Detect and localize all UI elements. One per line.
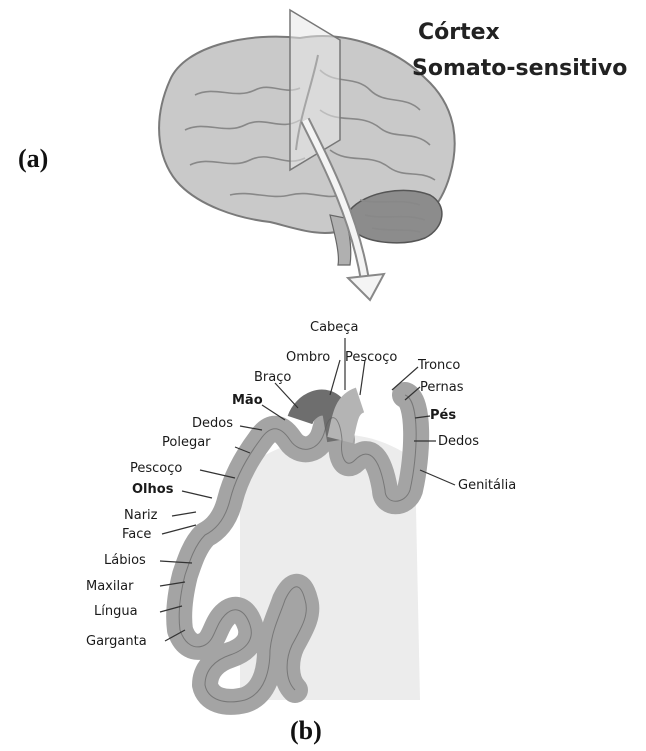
label-pernas: Pernas [420,380,463,396]
label-maxilar: Maxilar [86,579,133,595]
label-pes: Pés [430,408,456,424]
label-nariz: Nariz [124,508,157,524]
label-ombro: Ombro [286,350,330,366]
label-dedos-foot: Dedos [438,434,479,450]
label-cabeca: Cabeça [310,320,358,336]
label-dedos-hand: Dedos [192,416,233,432]
label-labios: Lábios [104,553,146,569]
label-tronco: Tronco [418,358,460,374]
cortex-section [179,395,420,702]
panel-a-label: (a) [18,144,48,174]
label-braco: Braço [254,370,291,386]
label-pescoco-left: Pescoço [130,461,182,477]
label-genitalia: Genitália [458,478,516,494]
label-face: Face [122,527,151,543]
label-pescoco-top: Pescoço [345,350,397,366]
title-cortex: Córtex [418,18,500,48]
panel-b-label: (b) [290,716,322,746]
label-olhos: Olhos [132,482,173,498]
label-garganta: Garganta [86,634,147,650]
title-somato-sensitivo: Somato-sensitivo [412,54,627,84]
cortex-head-segment [340,400,360,440]
label-lingua: Língua [94,604,138,620]
label-mao: Mão [232,393,263,409]
label-polegar: Polegar [162,435,211,451]
